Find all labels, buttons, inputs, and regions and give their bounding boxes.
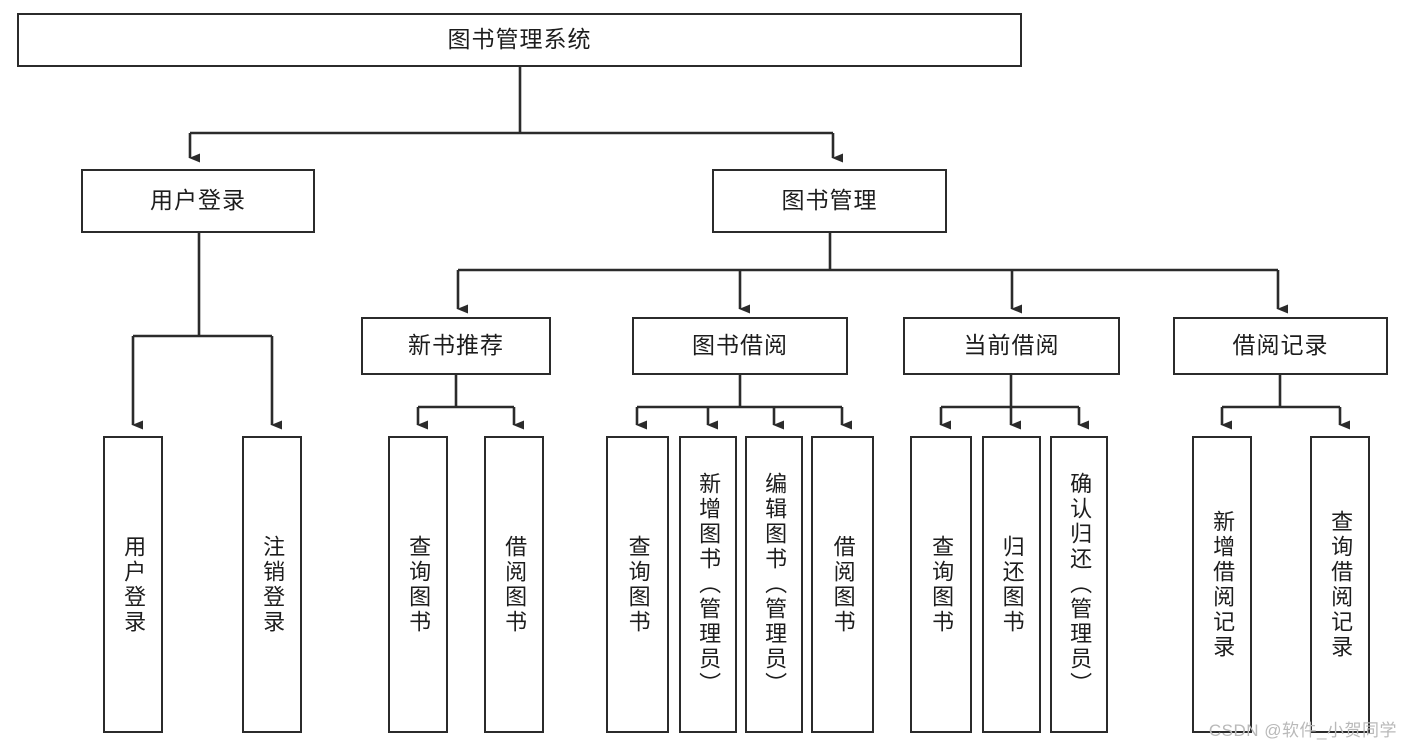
node-book-borrow[interactable]: 图书借阅 [632, 317, 848, 375]
leaf-edit-book-admin[interactable]: 编辑图书（管理员） [745, 436, 803, 733]
leaf-borrow-book-label: 借阅图书 [830, 534, 856, 635]
leaf-edit-book-admin-label: 编辑图书（管理员） [762, 472, 788, 697]
node-new-book-recommend[interactable]: 新书推荐 [361, 317, 551, 375]
leaf-return-book-label: 归还图书 [999, 534, 1025, 635]
leaf-query-book-recommend[interactable]: 查询图书 [388, 436, 448, 733]
node-user-login[interactable]: 用户登录 [81, 169, 315, 233]
watermark: CSDN @软件_小贺同学 [1208, 721, 1397, 740]
leaf-query-borrow-record-label: 查询借阅记录 [1328, 509, 1354, 660]
leaf-add-borrow-record[interactable]: 新增借阅记录 [1192, 436, 1252, 733]
node-user-login-label: 用户登录 [150, 187, 246, 214]
node-current-borrow[interactable]: 当前借阅 [903, 317, 1120, 375]
leaf-borrow-book[interactable]: 借阅图书 [811, 436, 874, 733]
node-root-label: 图书管理系统 [447, 26, 592, 53]
node-new-book-recommend-label: 新书推荐 [408, 332, 504, 359]
node-book-borrow-label: 图书借阅 [692, 332, 788, 359]
leaf-logout[interactable]: 注销登录 [242, 436, 302, 733]
leaf-user-login[interactable]: 用户登录 [103, 436, 163, 733]
leaf-borrow-book-recommend[interactable]: 借阅图书 [484, 436, 544, 733]
leaf-query-borrow-record[interactable]: 查询借阅记录 [1310, 436, 1370, 733]
leaf-add-book-admin-label: 新增图书（管理员） [696, 472, 722, 697]
leaf-add-borrow-record-label: 新增借阅记录 [1210, 509, 1236, 660]
leaf-query-book-borrow-label: 查询图书 [625, 534, 651, 635]
leaf-add-book-admin[interactable]: 新增图书（管理员） [679, 436, 737, 733]
node-root[interactable]: 图书管理系统 [17, 13, 1022, 67]
leaf-confirm-return-admin[interactable]: 确认归还（管理员） [1050, 436, 1108, 733]
node-borrow-records-label: 借阅记录 [1232, 332, 1329, 359]
leaf-logout-label: 注销登录 [260, 534, 286, 635]
leaf-confirm-return-admin-label: 确认归还（管理员） [1067, 472, 1093, 697]
node-borrow-records[interactable]: 借阅记录 [1173, 317, 1388, 375]
leaf-borrow-book-recommend-label: 借阅图书 [502, 534, 528, 635]
leaf-query-book-current[interactable]: 查询图书 [910, 436, 972, 733]
leaf-return-book[interactable]: 归还图书 [982, 436, 1041, 733]
leaf-query-book-recommend-label: 查询图书 [406, 534, 432, 635]
node-book-management-label: 图书管理 [781, 187, 878, 214]
leaf-query-book-current-label: 查询图书 [929, 534, 955, 635]
leaf-query-book-borrow[interactable]: 查询图书 [606, 436, 669, 733]
node-current-borrow-label: 当前借阅 [963, 332, 1060, 359]
node-book-management[interactable]: 图书管理 [712, 169, 947, 233]
leaf-user-login-label: 用户登录 [121, 534, 147, 635]
